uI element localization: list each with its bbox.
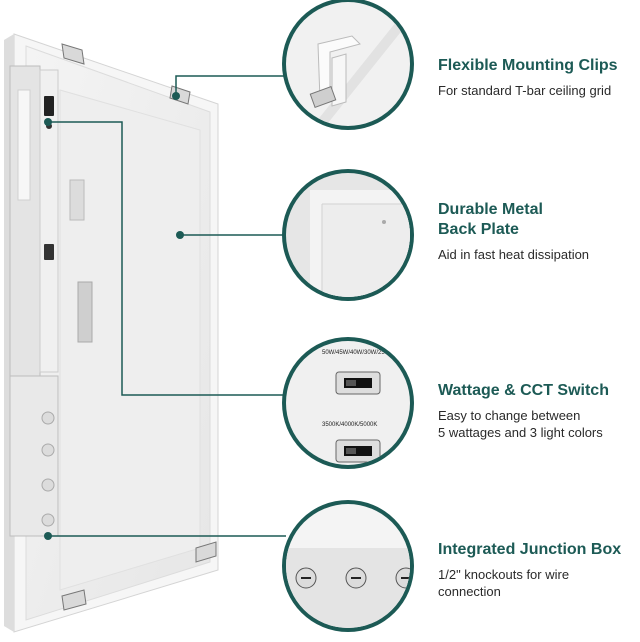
back-plate-icon	[282, 169, 414, 301]
feature-description: 1/2" knockouts for wire connection	[438, 567, 570, 599]
feature-description: For standard T-bar ceiling grid	[438, 83, 612, 98]
cct-switch-label: 3500K/4000K/5000K	[322, 422, 377, 428]
feature-description: Aid in fast heat dissipation	[438, 247, 590, 262]
feature-title: Wattage & CCT Switch	[438, 382, 609, 399]
feature-mounting-clips: Flexible Mounting Clips For standard T-b…	[438, 56, 618, 99]
feature-description: Easy to change between 5 wattages and 3 …	[438, 408, 603, 440]
knockout-icon	[282, 500, 414, 632]
junction-box	[9, 375, 59, 537]
switch-icon: 50W/45W/40W/30W/25W 3500K/4000K/5000K	[282, 337, 414, 469]
feature-junction-box: Integrated Junction Box 1/2" knockouts f…	[438, 540, 621, 600]
panel-clips	[61, 43, 217, 611]
feature-back-plate: Durable Metal Back Plate Aid in fast hea…	[438, 200, 589, 263]
feature-title: Durable Metal Back Plate	[438, 201, 543, 238]
callout-dots	[44, 92, 184, 540]
feature-title: Integrated Junction Box	[438, 541, 622, 558]
wattage-switch-label: 50W/45W/40W/30W/25W	[322, 350, 391, 356]
feature-switch: Wattage & CCT Switch Easy to change betw…	[438, 381, 609, 441]
mounting-clip-icon	[282, 0, 414, 130]
callout-lines	[48, 75, 286, 537]
feature-title: Flexible Mounting Clips	[438, 57, 618, 74]
